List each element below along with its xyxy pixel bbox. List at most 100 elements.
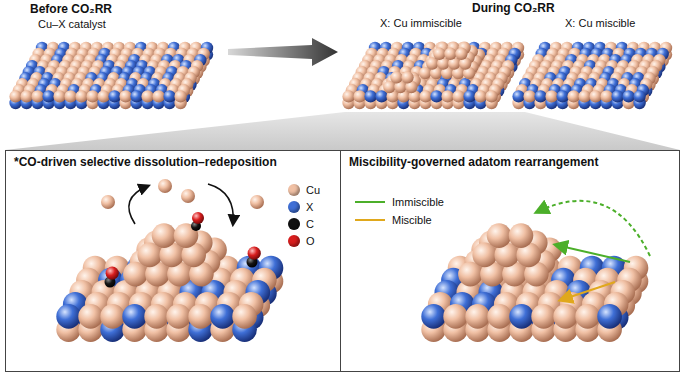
cu-atom [441, 90, 453, 102]
panel-box: *CO-driven selective dissolution–redepos… [5, 150, 341, 372]
legend-entry: O [288, 235, 315, 247]
cu-atom [487, 223, 512, 248]
top-label: Cu–X catalyst [38, 18, 106, 31]
cu-atom [64, 90, 76, 102]
top-label: During CO₂RR [472, 2, 555, 16]
cu-atom [553, 304, 578, 329]
miscible-arrow [561, 282, 615, 300]
legend-line [355, 219, 385, 221]
cu-atom [97, 90, 109, 102]
cu-atom [100, 304, 125, 329]
cu-atom [86, 90, 98, 102]
cu-atom [250, 195, 264, 209]
cu-atom [9, 90, 21, 102]
top-label: X: Cu immiscible [380, 17, 462, 30]
legend-entry: C [288, 218, 314, 230]
cu-atom [509, 223, 534, 248]
x-atom [430, 90, 442, 102]
cu-atom [166, 304, 191, 329]
legend-text: Cu [306, 184, 320, 196]
cu-atom [443, 304, 468, 329]
legend-line [355, 201, 385, 203]
x-atom [512, 90, 524, 102]
hop-arrow [537, 201, 650, 256]
cu-atom [75, 90, 87, 102]
x-atom [56, 304, 81, 329]
x-atom [463, 90, 475, 102]
x-atom [556, 90, 568, 102]
legend-text: Immiscible [392, 196, 444, 208]
legend-swatch [288, 184, 300, 196]
cu-atom [101, 195, 115, 209]
cu-atom [419, 90, 431, 102]
o-atom [192, 212, 204, 224]
redeposition-arrow [208, 184, 233, 224]
cu-atom [485, 90, 497, 102]
x-atom [597, 304, 622, 329]
arrow-layer [129, 184, 650, 300]
dissolution-arrow [129, 186, 148, 224]
cu-atom [78, 304, 103, 329]
cu-atom [455, 48, 467, 60]
x-atom [633, 90, 645, 102]
top-label: X: Cu miscible [565, 17, 635, 30]
cu-atom [390, 71, 402, 83]
panel-heading: Miscibility-governed adatom rearrangemen… [349, 156, 598, 170]
cu-atom [152, 90, 164, 102]
cu-atom [452, 90, 464, 102]
x-atom [163, 90, 175, 102]
cu-atom [141, 90, 153, 102]
legend-text: Miscible [392, 214, 432, 226]
cu-atom [567, 90, 579, 102]
x-atom [130, 90, 142, 102]
cu-atom [181, 189, 195, 203]
cu-atom [31, 90, 43, 102]
cu-atom [401, 71, 413, 83]
cu-atom [152, 223, 177, 248]
x-atom [534, 90, 546, 102]
x-atom [42, 90, 54, 102]
cu-atom [545, 90, 557, 102]
process-arrow [228, 38, 338, 66]
x-atom [509, 304, 534, 329]
x-atom [210, 304, 235, 329]
panel-heading: *CO-driven selective dissolution–redepos… [14, 156, 277, 170]
cu-atom [600, 90, 612, 102]
top-label: Before CO₂RR [30, 3, 112, 17]
immiscible-arrow [556, 245, 630, 262]
legend-entry: Cu [288, 184, 320, 196]
cu-atom [465, 304, 490, 329]
cu-atom [589, 90, 601, 102]
legend-swatch [288, 235, 300, 247]
x-atom [122, 304, 147, 329]
legend-swatch [288, 201, 300, 213]
legend-entry: X [288, 201, 313, 213]
cu-atom [119, 90, 131, 102]
cu-atom [578, 90, 590, 102]
x-atom [108, 90, 120, 102]
cu-atom [188, 304, 213, 329]
cu-atom [523, 90, 535, 102]
cu-atom [433, 48, 445, 60]
cu-atom [53, 90, 65, 102]
cu-atom [20, 90, 32, 102]
cu-atom [158, 179, 172, 193]
x-atom [611, 90, 623, 102]
x-atom [421, 304, 446, 329]
legend-entry: Immiscible [355, 196, 444, 208]
legend-entry: Miscible [355, 214, 432, 226]
cu-atom [474, 90, 486, 102]
cu-atom [531, 304, 556, 329]
legend-text: C [306, 218, 314, 230]
x-atom [364, 90, 376, 102]
x-atom [622, 90, 634, 102]
cu-atom [342, 90, 354, 102]
cu-atom [353, 90, 365, 102]
o-atom [248, 247, 261, 260]
cu-atom [575, 304, 600, 329]
cu-atom [232, 304, 257, 329]
o-atom [106, 267, 119, 280]
cu-atom [487, 304, 512, 329]
